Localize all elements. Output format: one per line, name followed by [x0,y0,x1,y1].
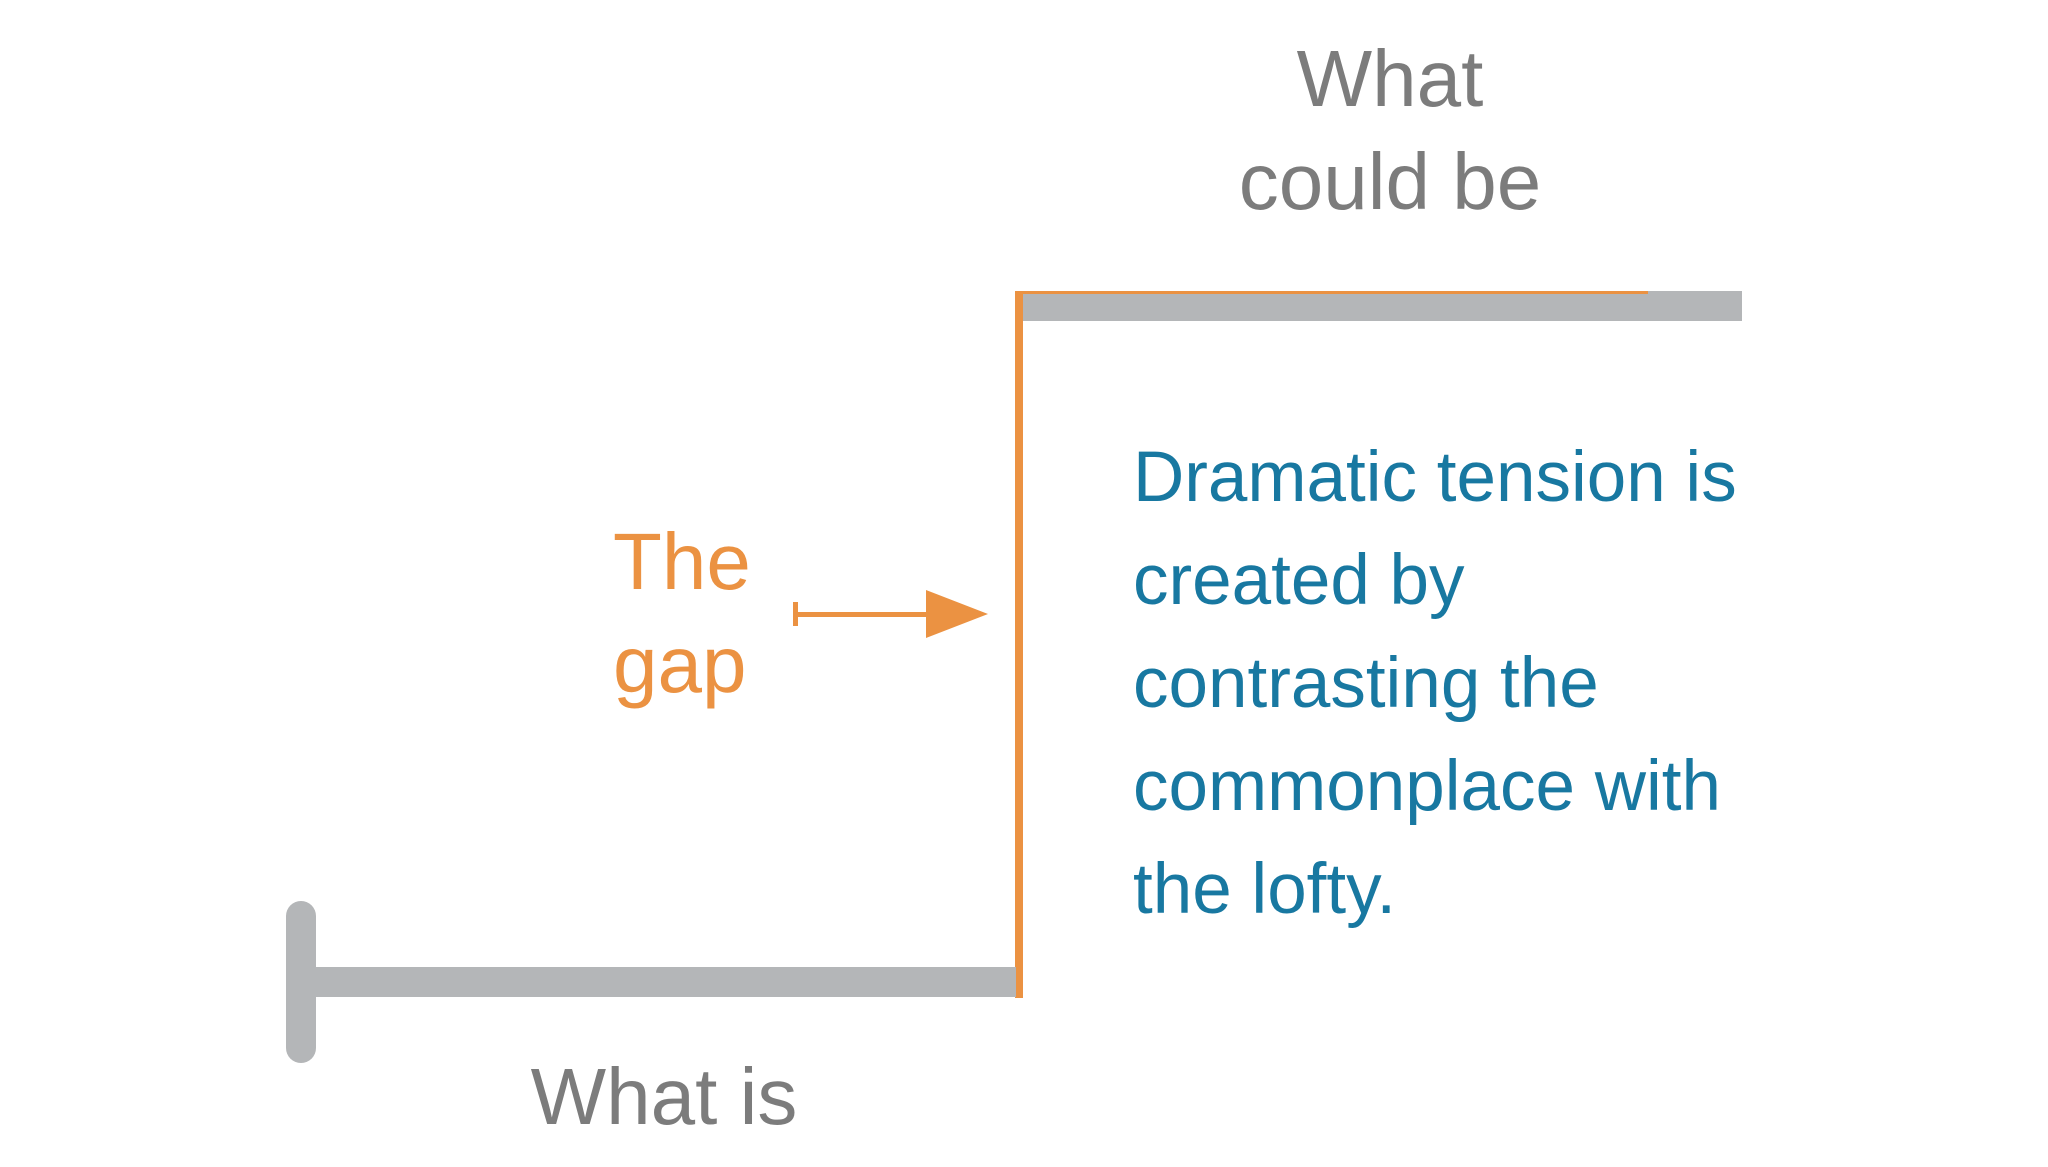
description-line4: commonplace with [1133,747,1721,826]
what-is-label: What is [530,1052,798,1141]
gap-line-top-strip [1022,291,1648,294]
description-line3: contrasting the [1133,644,1599,723]
what-could-be-line1: What [1296,34,1484,123]
what-could-be-line2: could be [1238,137,1542,226]
description-line2: created by [1133,541,1465,620]
the-gap-label: The gap [613,510,751,716]
what-is-end-cap [286,901,316,1063]
gap-vertical-line [1015,291,1023,998]
description-line1: Dramatic tension is [1133,438,1737,517]
arrow-shaft [793,612,928,617]
description-text: Dramatic tension is created by contrasti… [1133,426,1737,941]
what-is-bar [300,967,1016,997]
the-gap-line2: gap [613,620,747,709]
the-gap-line1: The [613,517,751,606]
what-could-be-bar [1015,291,1742,321]
arrow-head-icon [926,590,988,638]
what-could-be-label: What could be [1040,27,1740,233]
description-line5: the lofty. [1133,850,1397,929]
